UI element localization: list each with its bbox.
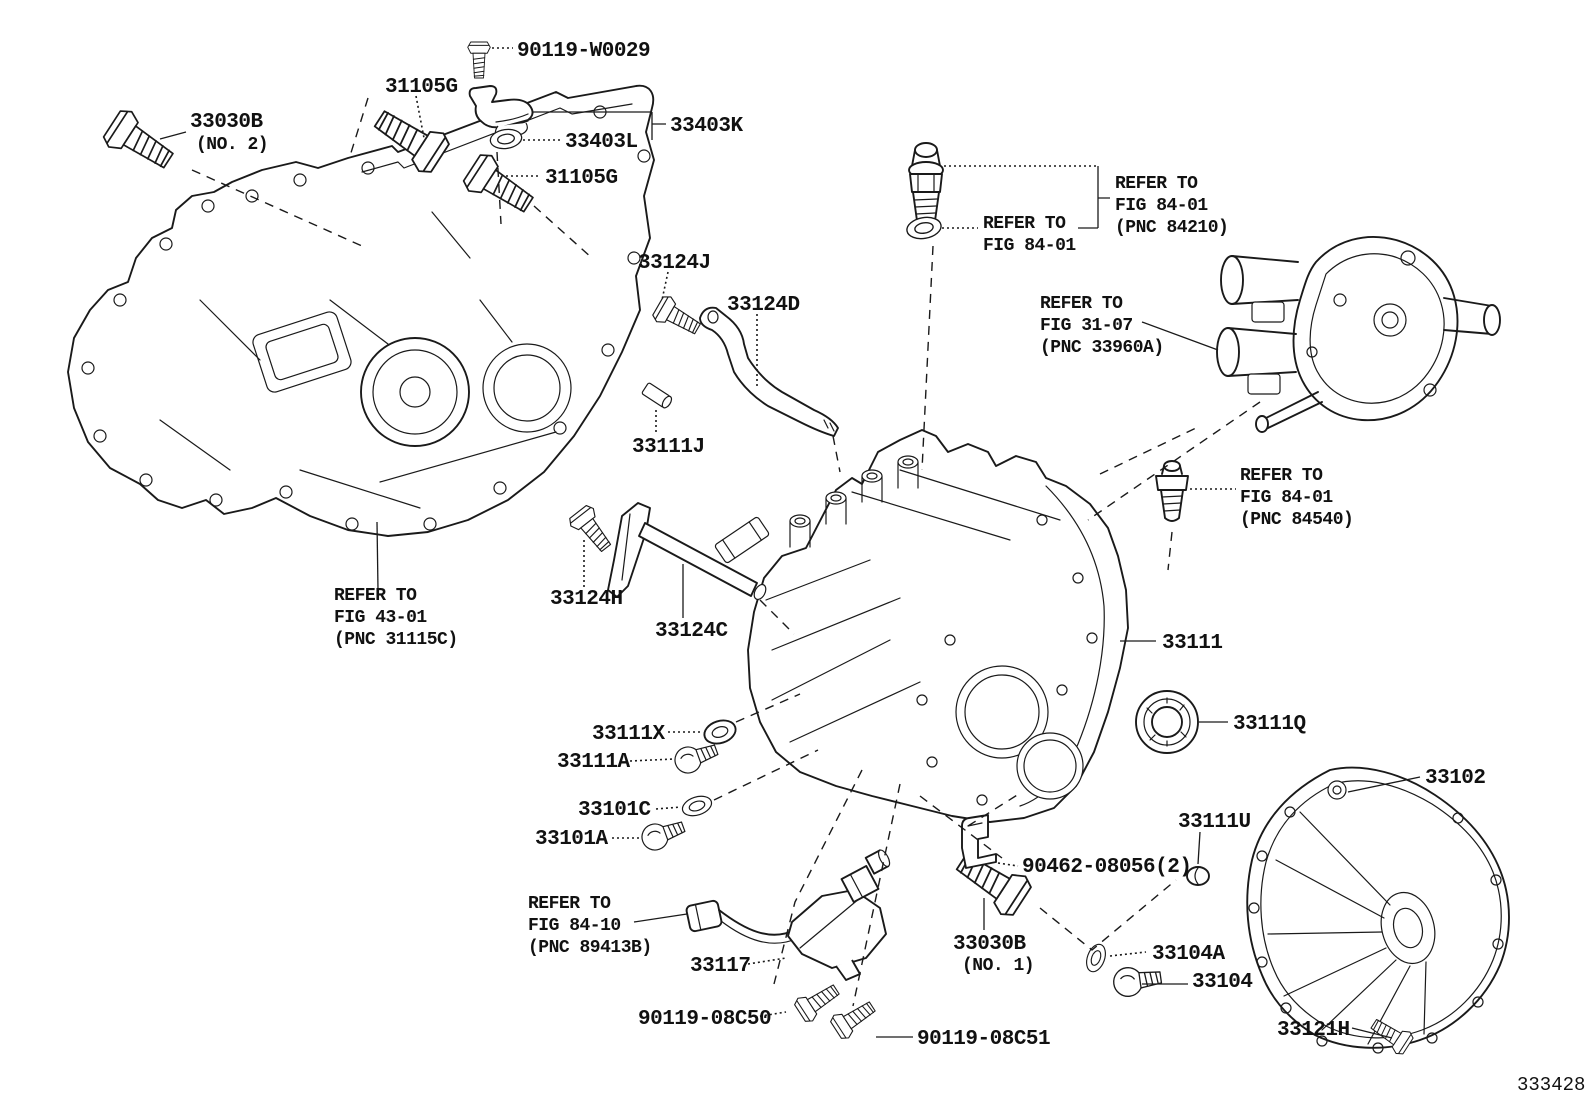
part-label-33121h: 33121H — [1277, 1019, 1350, 1042]
part-label-33030b-no1: 33030B — [953, 933, 1027, 956]
refer-note-31115c-line2: FIG 43-01 — [334, 608, 427, 628]
solenoid-valve-assembly-drawing — [1216, 236, 1501, 433]
refer-note-84210-line2: FIG 84-01 — [1115, 196, 1208, 216]
part-label-33030b-no2-note: (NO. 2) — [196, 135, 268, 155]
bolt-90119-08c51 — [828, 994, 881, 1042]
bolt-31105g-side — [459, 149, 541, 224]
plug-33111u — [1186, 866, 1210, 886]
refer-note-33960a-line1: REFER TO — [1040, 294, 1123, 314]
refer-note-washer-line1: REFER TO — [983, 214, 1066, 234]
bolt-33124j — [650, 293, 706, 342]
part-label-90119-w0029: 90119-W0029 — [517, 40, 650, 63]
case-cover-drawing — [1246, 766, 1510, 1054]
figure-number: 333428 — [1517, 1074, 1585, 1096]
refer-note-84540-line1: REFER TO — [1240, 466, 1323, 486]
oil-seal-33111q — [1135, 690, 1199, 754]
part-label-33102: 33102 — [1425, 767, 1486, 790]
shift-lever-33124d — [699, 306, 839, 437]
part-label-33030b-no2: 33030B — [190, 111, 264, 134]
washer-84210 — [904, 214, 944, 242]
part-label-33111: 33111 — [1162, 632, 1223, 655]
part-label-33111a: 33111A — [557, 751, 631, 774]
refer-note-33960a-line3: (PNC 33960A) — [1040, 338, 1164, 358]
transmission-case-drawing — [747, 429, 1129, 823]
refer-note-84540-line3: (PNC 84540) — [1240, 510, 1353, 530]
part-label-33111u: 33111U — [1178, 811, 1251, 834]
plug-33104 — [1111, 962, 1164, 999]
part-label-33124c: 33124C — [655, 620, 729, 643]
part-label-33124d: 33124D — [727, 294, 800, 317]
part-label-31105g-top: 31105G — [385, 76, 458, 99]
bolt-33124h — [566, 502, 618, 558]
dashed-alignment-lines — [191, 97, 1261, 1007]
part-label-33117: 33117 — [690, 955, 751, 978]
gasket-33101c — [679, 792, 715, 820]
shift-fork-33124c — [607, 502, 770, 601]
part-label-33124h: 33124H — [550, 588, 623, 611]
refer-notes: REFER TO FIG 84-01 REFER TO FIG 84-01 (P… — [334, 174, 1354, 958]
part-label-33030b-no1-note: (NO. 1) — [962, 956, 1034, 976]
refer-note-84540-line2: FIG 84-01 — [1240, 488, 1333, 508]
refer-note-89413b-line3: (PNC 89413B) — [528, 938, 652, 958]
refer-note-89413b-line1: REFER TO — [528, 894, 611, 914]
part-label-90119-08c50: 90119-08C50 — [638, 1008, 771, 1031]
refer-note-33960a-line2: FIG 31-07 — [1040, 316, 1133, 336]
clamp-90462 — [961, 814, 997, 869]
part-label-33101a: 33101A — [535, 828, 609, 851]
part-label-33111q: 33111Q — [1233, 713, 1306, 736]
refer-note-31115c-line3: (PNC 31115C) — [334, 630, 458, 650]
part-label-33111x: 33111X — [592, 723, 666, 746]
bolt-90119-w0029 — [467, 41, 491, 79]
pin-33111j — [641, 382, 673, 409]
part-label-33124j: 33124J — [638, 252, 711, 275]
part-label-33101c: 33101C — [578, 799, 652, 822]
part-label-33111j: 33111J — [632, 436, 705, 459]
part-label-33403k: 33403K — [670, 115, 744, 138]
leader-lines — [159, 47, 1421, 1039]
refer-note-31115c-line1: REFER TO — [334, 586, 417, 606]
part-label-33403l: 33403L — [565, 131, 638, 154]
refer-note-washer-line2: FIG 84-01 — [983, 236, 1076, 256]
bolt-33030b-no2 — [99, 105, 181, 180]
speed-sensor-33117 — [685, 849, 891, 981]
refer-note-84210-line3: (PNC 84210) — [1115, 218, 1228, 238]
part-label-33104: 33104 — [1192, 971, 1253, 994]
part-label-90462-08056: 90462-08056(2) — [1022, 856, 1191, 879]
refer-note-89413b-line2: FIG 84-10 — [528, 916, 621, 936]
part-label-31105g-side: 31105G — [545, 167, 618, 190]
part-label-33104a: 33104A — [1152, 943, 1226, 966]
clutch-housing-drawing — [67, 84, 655, 537]
refer-note-84210-line1: REFER TO — [1115, 174, 1198, 194]
part-label-90119-08c51: 90119-08C51 — [917, 1028, 1050, 1051]
nut-33111x — [703, 719, 737, 745]
part-labels: 90119-W0029 31105G 33030B (NO. 2) 33403L… — [190, 40, 1585, 1096]
